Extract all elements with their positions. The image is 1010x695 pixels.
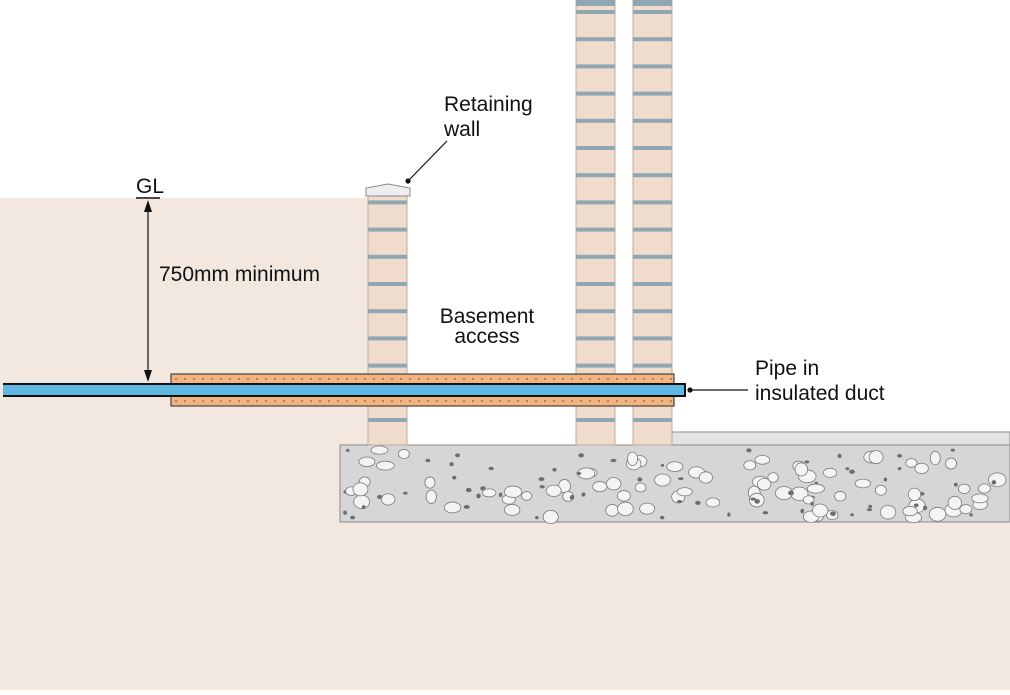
floor-screed xyxy=(671,431,1010,446)
ground-level-label: GL xyxy=(136,175,164,198)
dimension-arrow-top-icon xyxy=(144,200,152,212)
basement-access-label: Basement access xyxy=(440,305,535,348)
retaining-wall-coping xyxy=(365,183,411,197)
water-pipe xyxy=(3,383,686,397)
pipe-label-line2: insulated duct xyxy=(755,382,885,405)
retaining-wall xyxy=(367,195,408,446)
concrete-slab xyxy=(339,444,1010,525)
pipe-callout: Pipe in insulated duct xyxy=(687,357,885,405)
depth-label: 750mm minimum xyxy=(159,263,320,286)
depth-dimension: 750mm minimum xyxy=(144,200,320,382)
basement-label-line1: Basement xyxy=(440,305,535,328)
retaining-wall-callout: Retaining wall xyxy=(405,93,533,184)
basement-void xyxy=(407,0,1010,445)
retaining-wall-label-line1: Retaining xyxy=(444,93,533,116)
pipe-label-line1: Pipe in xyxy=(755,357,819,380)
basement-wall-outer xyxy=(632,0,673,446)
retaining-wall-label-line2: wall xyxy=(443,118,480,141)
ground-level-marker: GL xyxy=(136,175,164,199)
basement-wall-inner xyxy=(575,0,616,446)
dimension-arrow-bottom-icon xyxy=(144,370,152,382)
basement-label-line2: access xyxy=(454,325,519,348)
